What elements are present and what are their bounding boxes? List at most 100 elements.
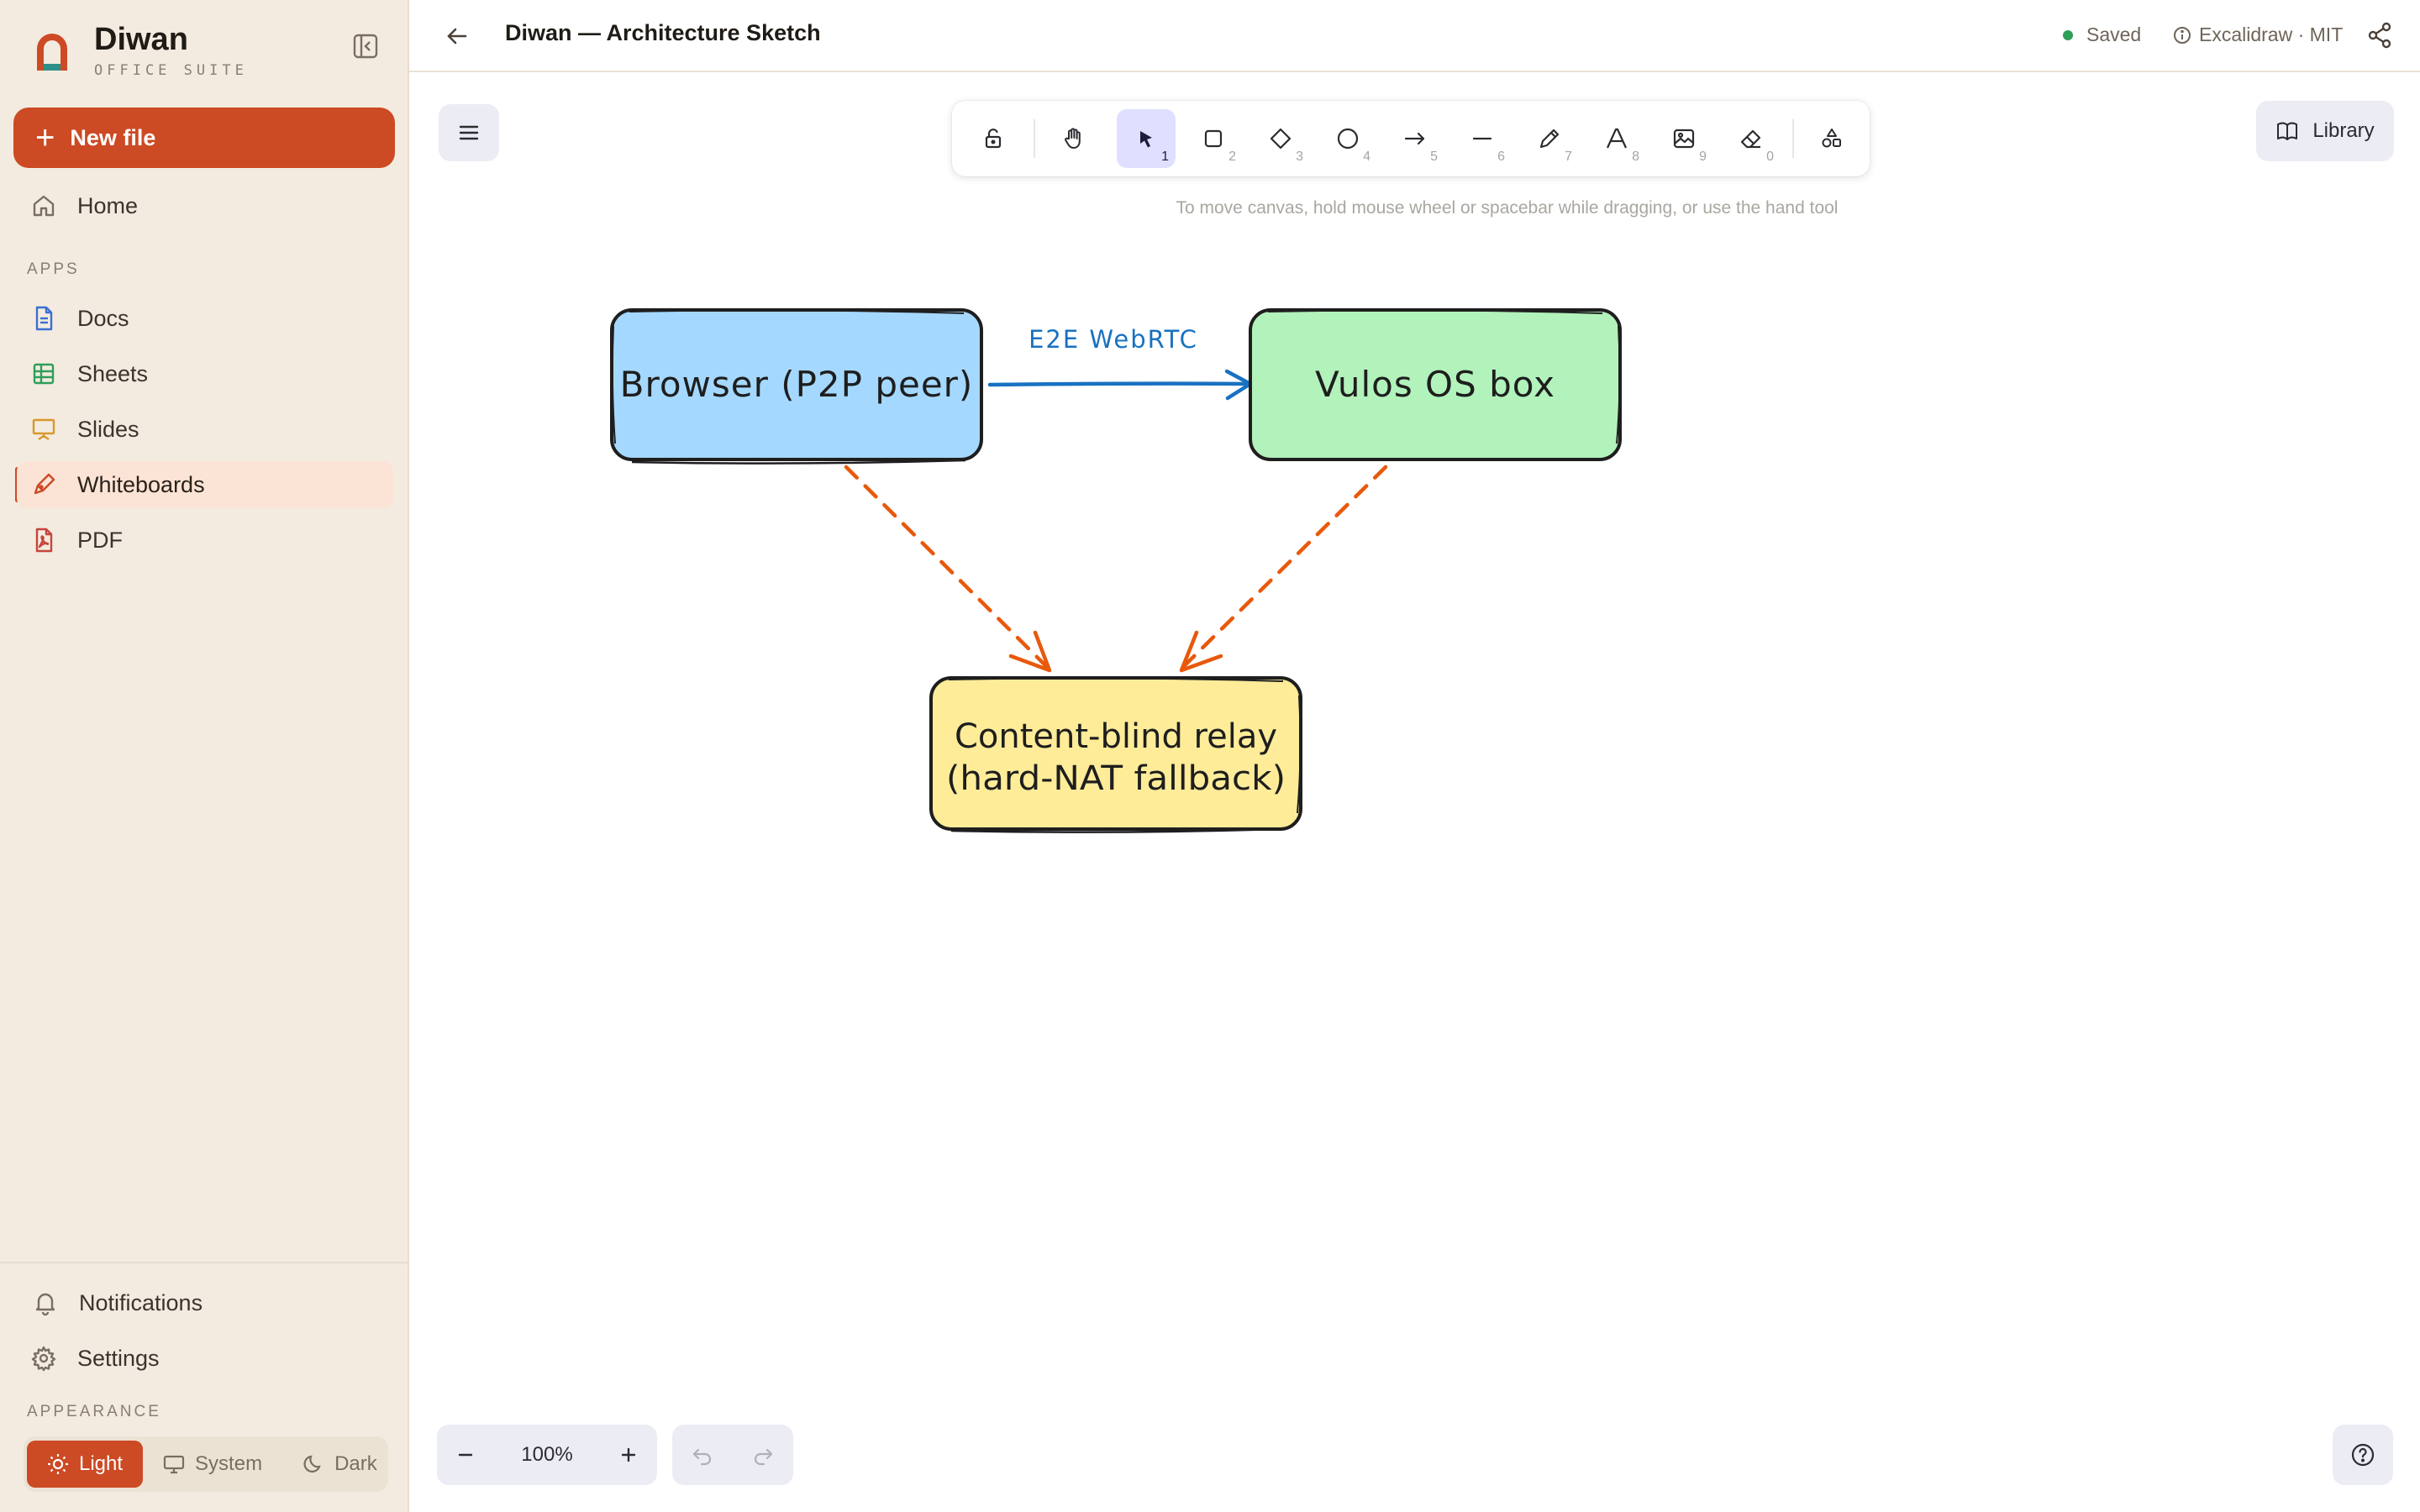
appearance-option-label: System (195, 1452, 263, 1475)
sidebar: Diwan OFFICE SUITE + New file Home APPS … (0, 0, 409, 1512)
tool-arrow[interactable]: 5 (1386, 109, 1444, 168)
rectangle-icon (1204, 129, 1223, 148)
document-title[interactable]: Diwan — Architecture Sketch (505, 20, 821, 45)
appearance-option-label: Dark (334, 1452, 377, 1475)
sidebar-item-label: Notifications (79, 1289, 203, 1315)
zoom-in-button[interactable] (600, 1425, 657, 1485)
tool-shortcut: 4 (1363, 150, 1370, 164)
collapse-sidebar-icon[interactable] (351, 32, 380, 60)
monitor-icon (163, 1455, 185, 1474)
tool-draw[interactable]: 7 (1520, 109, 1579, 168)
pointer-icon (1140, 131, 1152, 148)
back-arrow-icon[interactable] (443, 22, 471, 50)
sidebar-item-label: Slides (77, 416, 139, 442)
tool-shortcut: 7 (1565, 150, 1572, 164)
appearance-section-label: APPEARANCE (27, 1403, 161, 1420)
relay-shape[interactable]: Content-blind relay (hard-NAT fallback) (929, 676, 1302, 833)
bell-icon (35, 1293, 55, 1316)
book-icon (2277, 122, 2298, 140)
tool-extra-tools[interactable] (1802, 109, 1861, 168)
license-info[interactable]: Excalidraw · MIT (2172, 24, 2343, 46)
whiteboard-canvas[interactable]: 1 2 3 4 5 (409, 74, 2420, 1512)
brand[interactable]: Diwan OFFICE SUITE (32, 22, 248, 79)
appearance-dark-button[interactable]: Dark (282, 1441, 397, 1488)
tool-shortcut: 2 (1228, 150, 1236, 164)
main-menu-button[interactable] (439, 104, 499, 161)
webrtc-label: E2E WebRTC (1028, 325, 1198, 354)
whiteboard-icon (34, 473, 55, 495)
tool-lock[interactable] (964, 109, 1023, 168)
hamburger-icon (459, 125, 479, 140)
browser-peer-label: Browser (P2P peer) (620, 364, 974, 405)
sidebar-item-settings[interactable]: Settings (17, 1335, 393, 1382)
shape-toolbar: 1 2 3 4 5 (952, 101, 1870, 176)
tool-eraser[interactable]: 0 (1722, 109, 1781, 168)
toolbar-separator (1034, 119, 1035, 158)
apps-section-label: APPS (27, 260, 80, 278)
arrow-icon (1404, 132, 1425, 145)
lock-open-icon (985, 129, 1002, 149)
zoom-controls: 100% (437, 1425, 657, 1485)
new-file-button[interactable]: + New file (13, 108, 395, 168)
brand-subtitle: OFFICE SUITE (94, 62, 248, 79)
tool-text[interactable]: 8 (1587, 109, 1646, 168)
shapes-icon (1822, 129, 1841, 148)
sidebar-item-notifications[interactable]: Notifications (17, 1279, 393, 1326)
tool-ellipse[interactable]: 4 (1318, 109, 1377, 168)
diagram-drawing: Browser (P2P peer) E2E WebRTC Vulos OS b… (610, 308, 2081, 833)
vulos-os-label: Vulos OS box (1315, 364, 1555, 405)
image-icon (1673, 129, 1695, 149)
hand-icon (1065, 128, 1081, 149)
info-icon (2174, 26, 2191, 44)
zoom-out-button[interactable] (437, 1425, 494, 1485)
appearance-system-button[interactable]: System (143, 1441, 282, 1488)
sidebar-item-label: Home (77, 192, 139, 218)
eraser-icon (1740, 129, 1761, 149)
sidebar-item-label: Sheets (77, 360, 149, 386)
line-icon (1472, 137, 1492, 140)
zoom-level[interactable]: 100% (521, 1443, 573, 1466)
share-icon[interactable] (2365, 20, 2394, 50)
license-label: Excalidraw · MIT (2199, 24, 2344, 45)
tool-line[interactable]: 6 (1453, 109, 1512, 168)
tool-shortcut: 6 (1497, 150, 1505, 164)
tool-rectangle[interactable]: 2 (1184, 109, 1243, 168)
sidebar-item-slides[interactable]: Slides (17, 406, 393, 453)
slides-icon (32, 418, 55, 440)
pdf-icon (35, 528, 53, 553)
library-button[interactable]: Library (2256, 101, 2394, 161)
browser-to-relay-arrow[interactable] (844, 465, 1052, 673)
sidebar-item-docs[interactable]: Docs (17, 295, 393, 342)
history-controls (672, 1425, 793, 1485)
sidebar-item-whiteboards[interactable]: Whiteboards (17, 461, 393, 508)
appearance-light-button[interactable]: Light (27, 1441, 144, 1488)
sidebar-item-home[interactable]: Home (17, 182, 393, 229)
undo-icon[interactable] (691, 1443, 714, 1467)
webrtc-arrow[interactable]: E2E WebRTC (987, 325, 2081, 401)
plus-icon (621, 1447, 636, 1462)
tool-hand[interactable] (1044, 109, 1103, 168)
sidebar-divider (0, 1262, 409, 1263)
redo-icon[interactable] (751, 1443, 775, 1467)
tool-selection[interactable]: 1 (1117, 109, 1176, 168)
save-status-label: Saved (2086, 24, 2142, 45)
vulos-to-relay-arrow[interactable] (1179, 465, 1388, 673)
minus-icon (458, 1453, 473, 1457)
browser-peer-shape[interactable]: Browser (P2P peer) (610, 308, 983, 465)
sheet-icon (33, 363, 55, 385)
tool-image[interactable]: 9 (1655, 109, 1713, 168)
top-bar: Diwan — Architecture Sketch Saved Excali… (409, 0, 2420, 72)
sidebar-item-label: Docs (77, 305, 129, 331)
save-status: Saved (2063, 24, 2141, 46)
sidebar-item-sheets[interactable]: Sheets (17, 350, 393, 397)
tool-shortcut: 8 (1632, 150, 1639, 164)
toolbar-separator (1792, 119, 1794, 158)
sidebar-item-pdf[interactable]: PDF (17, 517, 393, 564)
brand-name: Diwan (94, 22, 188, 57)
help-button[interactable] (2333, 1425, 2393, 1485)
vulos-os-shape[interactable]: Vulos OS box (1249, 308, 1622, 461)
tool-diamond[interactable]: 3 (1251, 109, 1310, 168)
tool-shortcut: 9 (1699, 150, 1707, 164)
tool-shortcut: 1 (1161, 150, 1169, 164)
tool-shortcut: 3 (1296, 150, 1303, 164)
